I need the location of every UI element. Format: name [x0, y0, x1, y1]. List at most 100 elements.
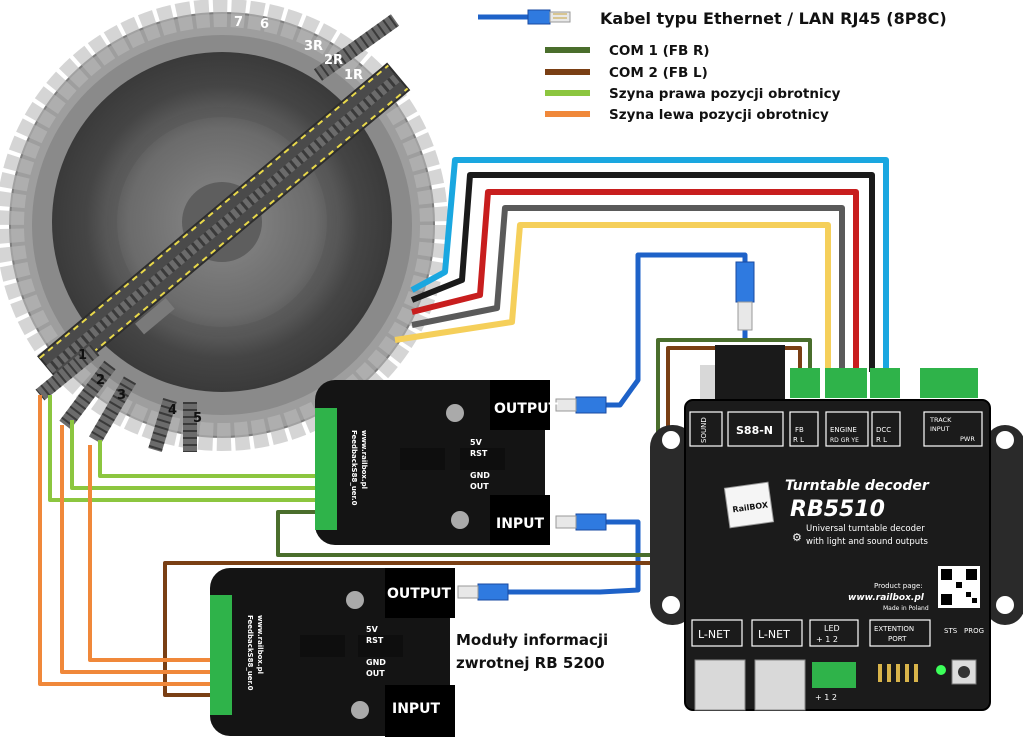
decoder-label-lnet1: L-NET — [698, 628, 730, 641]
wire-black — [410, 172, 875, 372]
module2-input-port — [385, 685, 455, 737]
decoder-label-input: INPUT — [930, 425, 949, 433]
decoder-label-dcc: DCC — [876, 426, 891, 434]
module1-pin-5v: 5V — [470, 438, 483, 447]
track-1r-ties — [313, 14, 400, 81]
decoder-made-in: Made in Poland — [883, 605, 929, 612]
turntable-pit-rail — [107, 107, 337, 337]
decoder-engine-terminal — [825, 368, 867, 398]
rj45-plug-s88 — [735, 261, 755, 331]
module2-chips — [300, 635, 403, 657]
legend: Kabel typu Ethernet / LAN RJ45 (8P8C) CO… — [478, 9, 947, 123]
decoder-s88n-socket — [715, 345, 785, 405]
track-label-1: 1 — [78, 348, 87, 363]
legend-label-com1: COM 1 (FB R) — [609, 43, 710, 59]
module1-hole-top — [446, 404, 464, 422]
wire-left-rail-2 — [60, 425, 215, 674]
decoder-label-led: LED — [824, 624, 840, 633]
bridge-rail-left — [39, 64, 389, 359]
decoder-body — [684, 399, 991, 711]
module2-pin-rst: RST — [366, 636, 384, 645]
module1-input-port — [490, 495, 550, 545]
module1-site: www.railbox.pl — [360, 430, 368, 489]
decoder-label-fb-rl: R L — [793, 436, 804, 444]
module1-pin-labels: 5V RST GND OUT — [470, 438, 490, 491]
decoder-terminal-sub: + 1 2 — [815, 693, 837, 702]
wire-right-rail-2 — [70, 420, 315, 490]
wire-right-rail-3 — [98, 440, 315, 478]
track-label-2r: 2R — [324, 53, 343, 68]
rj45-legend-icon — [478, 9, 571, 25]
module1-pin-out: OUT — [470, 482, 489, 491]
bridge-cabin — [135, 297, 175, 335]
legend-label-right-rail: Szyna prawa pozycji obrotnicy — [609, 86, 841, 102]
track-label-5: 5 — [193, 411, 202, 426]
decoder-top-label-boxes — [689, 411, 983, 447]
decoder-label-engine-sub: RD GR YE — [830, 437, 859, 444]
module1-terminal-block — [315, 408, 337, 530]
module1-brand: FeedbackS88_uer.0 — [350, 430, 358, 506]
wire-left-rail-1 — [38, 395, 215, 686]
track-label-3r: 3R — [304, 39, 323, 54]
module2-pin-out: OUT — [366, 669, 385, 678]
rj45-plugs — [457, 261, 755, 601]
rj45-plug-module2-output — [457, 583, 509, 601]
decoder-track-pwr-terminal — [920, 368, 978, 398]
gear-icon: ⚙ — [792, 531, 802, 544]
module2-pin-gnd: GND — [366, 658, 386, 667]
turntable-segments — [0, 0, 448, 451]
tracks-top-right — [313, 14, 400, 81]
feedback-module-1: OUTPUT INPUT FeedbackS88_uer.0 www.railb… — [315, 380, 558, 545]
decoder-screw-hole-bl — [662, 596, 680, 614]
decoder-lnet-port-1[interactable] — [694, 659, 746, 711]
decoder-ear-right — [985, 425, 1023, 625]
wire-right-rail-1 — [48, 395, 315, 502]
decoder-label-track: TRACK — [929, 416, 952, 424]
decoder-screw-hole-tr — [996, 431, 1014, 449]
track-1-ties — [35, 344, 100, 401]
module2-output-port — [385, 568, 455, 618]
tracks-bottom-left — [35, 344, 197, 453]
decoder-fb-terminal — [790, 368, 820, 398]
decoder-dcc-terminal — [870, 368, 900, 398]
decoder-prog-button-cap[interactable] — [958, 666, 970, 678]
decoder-label-sts: STS — [944, 627, 958, 635]
decoder-status-led — [936, 665, 946, 675]
decoder-screw-hole-tl — [662, 431, 680, 449]
decoder-product-url: www.railbox.pl — [848, 593, 925, 603]
track-labels: 7 6 3R 2R 1R 1 2 3 4 5 — [78, 15, 363, 426]
decoder-label-pwr: PWR — [960, 435, 975, 443]
decoder-title: Turntable decoder — [785, 478, 930, 494]
wire-left-rail-3 — [88, 445, 215, 662]
module2-input-label: INPUT — [392, 701, 441, 717]
decoder-label-lnet2: L-NET — [758, 628, 790, 641]
bridge-track — [46, 73, 402, 374]
decoder-led-terminal — [812, 662, 856, 688]
decoder-label-led-sub: + 1 2 — [816, 635, 838, 644]
module1-pin-rst: RST — [470, 449, 488, 458]
decoder-lnet-port-2[interactable] — [754, 659, 806, 711]
bridge-rail-right — [58, 87, 409, 382]
qr-code-icon — [938, 566, 980, 608]
rj45-plug-module1-output — [555, 396, 607, 414]
module2-hole-top — [346, 591, 364, 609]
decoder-label-dcc-sub: R L — [876, 436, 887, 444]
track-3-ties — [88, 376, 137, 444]
module2-output-label: OUTPUT — [387, 586, 451, 602]
feedback-module-2: OUTPUT INPUT FeedbackS88_uer.0 www.railb… — [210, 568, 455, 737]
module1-chips — [400, 448, 505, 470]
track-label-1r: 1R — [344, 68, 363, 83]
track-4-ties — [148, 397, 177, 453]
decoder-subtitle-line1: Universal turntable decoder — [806, 524, 925, 534]
module2-site: www.railbox.pl — [256, 615, 264, 674]
rj45-cable-module1-to-module2 — [495, 519, 641, 595]
modules-caption-line1: Moduły informacji — [456, 631, 608, 649]
railbox-logo: RailBOX — [723, 481, 775, 529]
module1-output-port — [490, 380, 550, 430]
wire-red — [411, 189, 859, 372]
module2-pin-labels: 5V RST GND OUT — [366, 625, 386, 678]
module2-terminal-block — [210, 595, 232, 715]
wire-blue — [410, 157, 889, 372]
track-label-4: 4 — [168, 403, 177, 418]
